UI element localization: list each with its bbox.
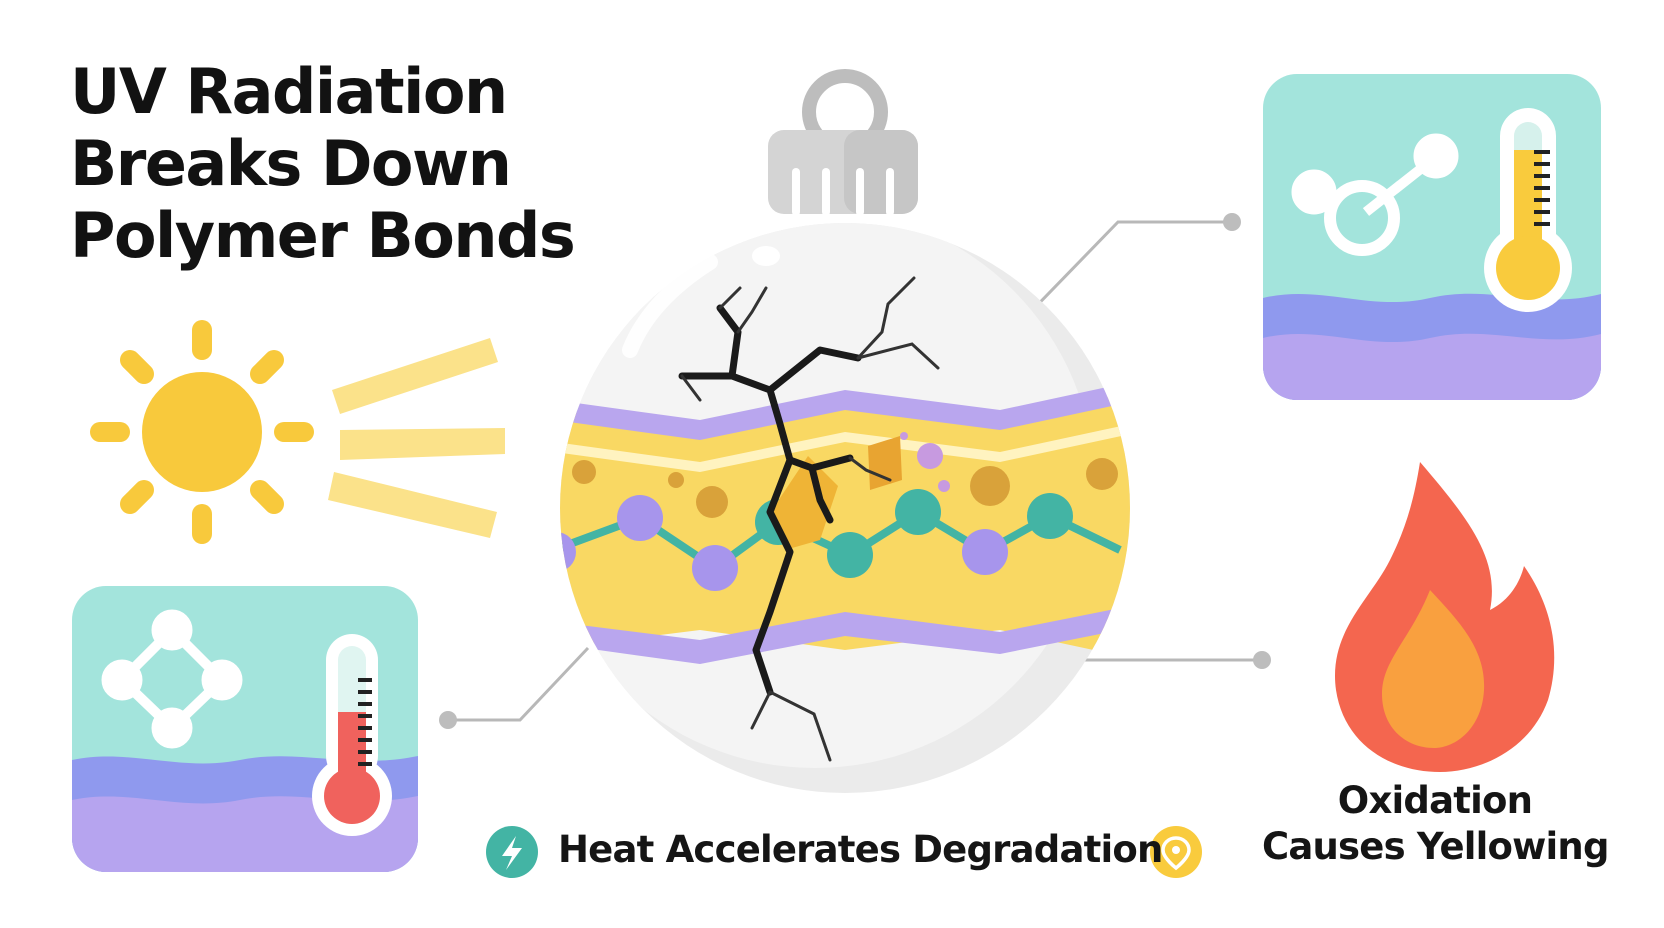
diagram-title: UV Radiation Breaks Down Polymer Bonds: [70, 56, 630, 272]
oxidation-caption-line-2: Causes Yellowing: [1262, 825, 1609, 868]
cracked-ornament-icon: [560, 69, 1130, 793]
polymer-heat-card-left: [72, 586, 418, 872]
oxidation-caption: Oxidation Causes Yellowing: [1262, 778, 1609, 870]
thermometer-high-icon: [312, 634, 392, 836]
title-line-1: UV Radiation: [70, 55, 508, 128]
heat-caption: Heat Accelerates Degradation: [558, 828, 1163, 871]
polymer-heat-card-right: [1263, 74, 1601, 400]
oxidation-caption-line-1: Oxidation: [1337, 779, 1533, 822]
bolt-badge-icon: [486, 826, 538, 878]
title-line-2: Breaks Down: [70, 127, 512, 200]
title-line-3: Polymer Bonds: [70, 199, 576, 272]
thermometer-warm-icon: [1484, 108, 1572, 312]
sun-icon: [90, 320, 314, 544]
molecule-chain-icon: [1291, 133, 1459, 256]
flame-icon: [1334, 462, 1555, 772]
molecule-ring-icon: [101, 609, 243, 749]
location-badge-icon: [1150, 826, 1202, 878]
uv-rays-icon: [328, 338, 505, 538]
